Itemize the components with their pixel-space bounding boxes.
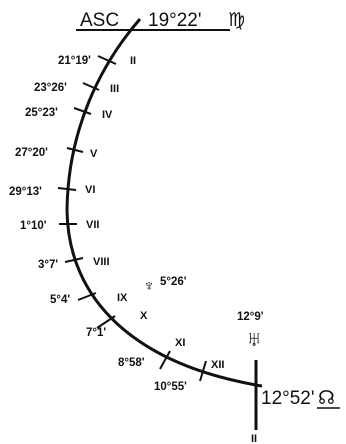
- house-numeral: II: [130, 55, 136, 67]
- asc-label: ASC: [80, 10, 119, 31]
- node-glyph: ☊: [318, 388, 335, 409]
- cusp-tick: [199, 360, 207, 382]
- cusp-tick: [64, 257, 84, 263]
- cusp-degree: 29°13': [9, 186, 42, 198]
- house-numeral: X: [140, 310, 148, 322]
- cusp-tick: [77, 292, 97, 301]
- house-numeral: IX: [117, 292, 128, 304]
- house-numeral: XI: [175, 337, 185, 349]
- cusp-degree: 1°10': [20, 220, 47, 232]
- cusp-tick: [97, 55, 117, 65]
- neptune-glyph: ♆: [143, 278, 155, 295]
- house-numeral: VIII: [93, 256, 110, 268]
- cusp-degree: 10°55': [154, 381, 187, 393]
- end-house-numeral: II: [251, 433, 257, 444]
- cusp-degree: 5°4': [50, 294, 70, 306]
- house-cusp-arc: [65, 18, 263, 388]
- house-numeral: VII: [86, 219, 99, 231]
- cusp-degree: 8°58': [118, 357, 145, 369]
- house-numeral: IV: [102, 109, 113, 121]
- cusp-degree: 7°1': [86, 327, 106, 339]
- uranus-glyph: ♅: [246, 326, 263, 351]
- cusp-tick: [159, 350, 171, 370]
- house-numeral: XII: [211, 359, 224, 371]
- house-numeral: VI: [85, 184, 95, 196]
- cusp-degree: 3°7': [38, 259, 58, 271]
- cusp-tick: [57, 187, 77, 191]
- cusp-degree: 21°19': [58, 55, 91, 67]
- cusp-degree: 23°26': [34, 82, 67, 94]
- house-numeral: III: [110, 83, 119, 95]
- cusp-tick: [66, 147, 84, 153]
- uranus-degree: 12°9': [237, 311, 264, 323]
- neptune-degree: 5°26': [160, 276, 187, 288]
- cusp-tick: [96, 315, 116, 329]
- cusp-tick: [73, 107, 92, 115]
- cusp-degree: 27°20': [15, 147, 48, 159]
- cusp-tick: [82, 82, 100, 91]
- virgo-glyph: ♍: [228, 10, 245, 31]
- asc-degree: 19°22': [148, 10, 202, 31]
- cusp-degree: 25°23': [25, 107, 58, 119]
- house-numeral: V: [90, 148, 98, 160]
- end-degree: 12°52': [261, 388, 315, 409]
